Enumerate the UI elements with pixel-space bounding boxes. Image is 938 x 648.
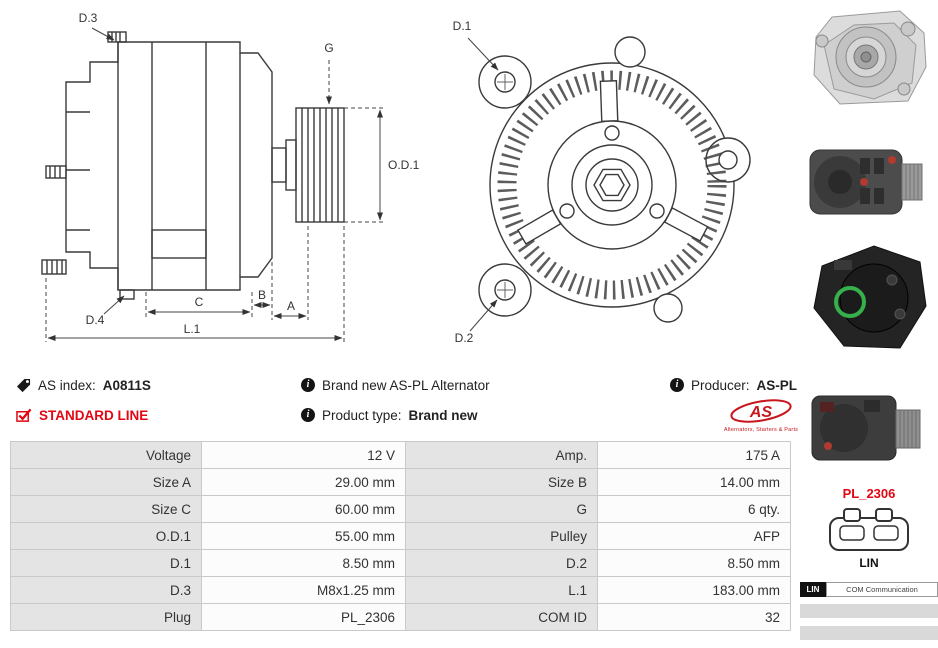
dim-label-d1: D.1 <box>453 19 472 33</box>
product-photo-3 <box>800 238 938 356</box>
tag-icon <box>16 378 31 392</box>
as-index-label: AS index: <box>38 377 96 393</box>
front-view-dimensions <box>467 37 499 332</box>
side-view-dimensions <box>45 27 386 342</box>
spec-label: Size A <box>10 468 202 496</box>
table-row: O.D.1 55.00 mm Pulley AFP <box>10 522 791 550</box>
spec-value: 8.50 mm <box>201 549 406 577</box>
alternator-front-view <box>478 36 751 323</box>
com-communication-badge: LIN COM Communication <box>800 582 938 597</box>
product-photo-panel: PL_2306 LIN LIN COM Communication <box>800 0 938 648</box>
plug-code-label: PL_2306 <box>842 486 896 501</box>
spec-value: 14.00 mm <box>597 468 791 496</box>
info-icon: i <box>670 378 684 392</box>
product-photo-2 <box>800 138 938 226</box>
product-type-row: i Product type: Brand new <box>301 404 490 426</box>
spec-value: 32 <box>597 603 791 631</box>
product-photo-1 <box>800 5 938 110</box>
spec-label: Pulley <box>405 522 598 550</box>
spec-label: COM ID <box>405 603 598 631</box>
spec-value: AFP <box>597 522 791 550</box>
alternator-side-view <box>41 31 345 300</box>
connector-lin-label: LIN <box>859 556 879 570</box>
spec-label: Plug <box>10 603 202 631</box>
product-photo-4 <box>800 382 938 474</box>
info-col-3: i Producer: AS-PL <box>670 374 797 404</box>
plug-connector-icon <box>829 508 909 551</box>
spec-label: Voltage <box>10 441 202 469</box>
placeholder-bar <box>800 604 938 618</box>
table-row: D.3 M8x1.25 mm L.1 183.00 mm <box>10 576 791 604</box>
table-row: D.1 8.50 mm D.2 8.50 mm <box>10 549 791 577</box>
spec-value: PL_2306 <box>201 603 406 631</box>
product-type-label: Product type: <box>322 407 402 423</box>
spec-value: 8.50 mm <box>597 549 791 577</box>
dim-label-b: B <box>258 288 266 302</box>
spec-label: D.3 <box>10 576 202 604</box>
info-col-1: AS index: A0811S STANDARD LINE <box>16 374 151 434</box>
as-pl-logo-text: AS <box>749 404 773 421</box>
spec-label: Amp. <box>405 441 598 469</box>
table-row: Plug PL_2306 COM ID 32 <box>10 603 791 631</box>
info-col-2: i Brand new AS-PL Alternator i Product t… <box>301 374 490 434</box>
spec-value: 183.00 mm <box>597 576 791 604</box>
as-pl-logo-mark: AS <box>730 399 792 423</box>
producer-row: i Producer: AS-PL <box>670 374 797 396</box>
product-type-value: Brand new <box>408 407 478 423</box>
table-row: Size C 60.00 mm G 6 qty. <box>10 495 791 523</box>
dim-label-l1: L.1 <box>184 322 201 336</box>
spec-label: G <box>405 495 598 523</box>
dim-label-c: C <box>195 295 204 309</box>
spec-label: D.2 <box>405 549 598 577</box>
table-row: Voltage 12 V Amp. 175 A <box>10 441 791 469</box>
as-index-row: AS index: A0811S <box>16 374 151 396</box>
spec-label: O.D.1 <box>10 522 202 550</box>
spec-label: L.1 <box>405 576 598 604</box>
technical-drawing: D.3 G O.D.1 D.4 C B A L.1 <box>41 11 751 345</box>
as-pl-logo: AS Alternators, Starters & Parts <box>722 398 800 433</box>
standard-line-row: STANDARD LINE <box>16 404 151 426</box>
dim-label-g: G <box>324 41 333 55</box>
producer-label: Producer: <box>691 377 750 393</box>
com-badge-text: COM Communication <box>826 582 938 597</box>
dim-label-a: A <box>287 299 295 313</box>
dim-label-d2: D.2 <box>455 331 474 345</box>
dim-label-d4: D.4 <box>86 313 105 327</box>
spec-value: 55.00 mm <box>201 522 406 550</box>
com-badge-prefix: LIN <box>800 582 826 597</box>
spec-value: M8x1.25 mm <box>201 576 406 604</box>
dim-label-d3: D.3 <box>79 11 98 25</box>
spec-label: Size C <box>10 495 202 523</box>
spec-table: Voltage 12 V Amp. 175 A Size A 29.00 mm … <box>10 441 791 631</box>
table-row: Size A 29.00 mm Size B 14.00 mm <box>10 468 791 496</box>
spec-value: 29.00 mm <box>201 468 406 496</box>
spec-value: 60.00 mm <box>201 495 406 523</box>
as-index-value: A0811S <box>102 377 151 393</box>
spec-label: Size B <box>405 468 598 496</box>
standard-line-label: STANDARD LINE <box>39 407 149 423</box>
info-icon: i <box>301 378 315 392</box>
product-description: Brand new AS-PL Alternator <box>322 377 490 393</box>
dim-label-od1: O.D.1 <box>388 158 420 172</box>
spec-value: 175 A <box>597 441 791 469</box>
spec-label: D.1 <box>10 549 202 577</box>
info-icon: i <box>301 408 315 422</box>
as-pl-logo-subtext: Alternators, Starters & Parts <box>723 427 799 433</box>
placeholder-bar <box>800 626 938 640</box>
description-row: i Brand new AS-PL Alternator <box>301 374 490 396</box>
standard-line-icon <box>16 408 32 422</box>
producer-value: AS-PL <box>756 377 798 393</box>
spec-value: 12 V <box>201 441 406 469</box>
spec-value: 6 qty. <box>597 495 791 523</box>
